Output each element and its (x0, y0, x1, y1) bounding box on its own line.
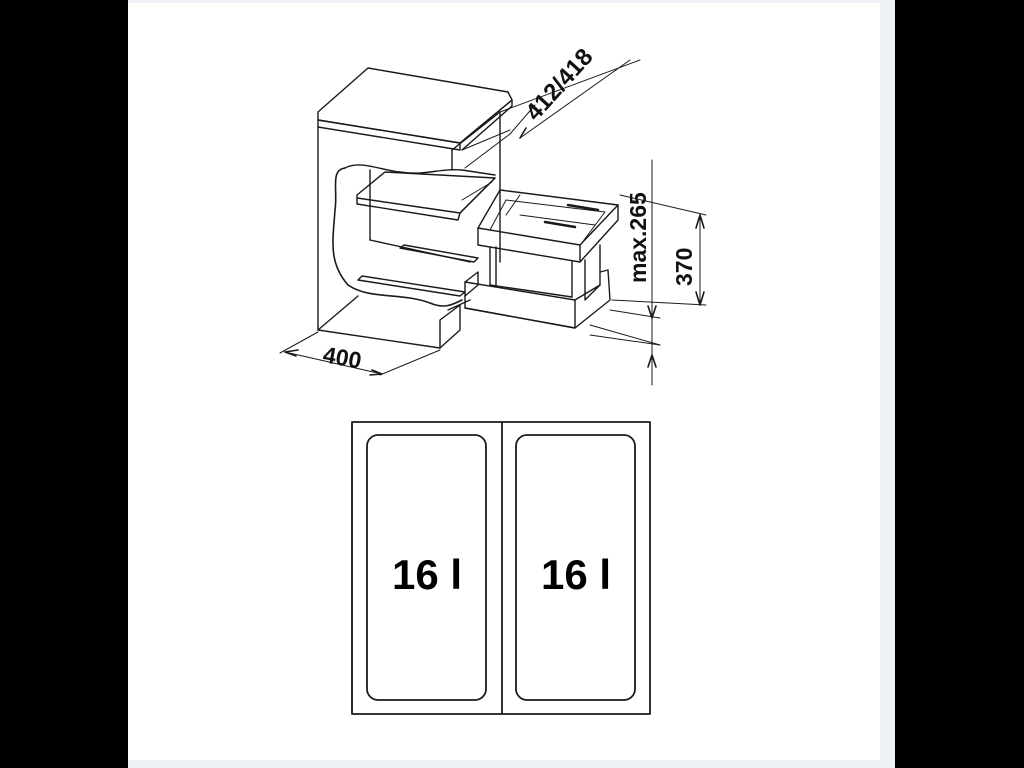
depth-dimension-label: 412/418 (520, 43, 598, 126)
bin-unit (464, 189, 619, 329)
compartment-left-volume: 16 l (392, 551, 462, 598)
top-view-outline (351, 421, 651, 715)
compartment-right (515, 434, 636, 701)
diagram-panel (128, 3, 880, 760)
max-height-dimension-label: max.265 (625, 192, 651, 283)
width-dimension-label: 400 (321, 341, 363, 373)
compartment-left (366, 434, 487, 701)
dimension-lines (279, 59, 707, 386)
bin-height-dimension-label: 370 (671, 248, 697, 286)
cabinet-isometric (317, 59, 641, 349)
compartment-right-volume: 16 l (541, 551, 611, 598)
top-view (351, 421, 651, 715)
